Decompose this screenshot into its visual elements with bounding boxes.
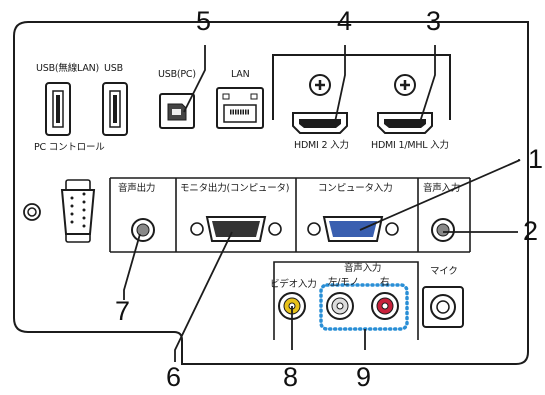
ground-screw [23, 203, 41, 221]
label-hdmi1: HDMI 1/MHL 入力 [371, 140, 449, 151]
callout-8: 8 [283, 362, 299, 392]
label-pc-control: PC コントロール [34, 142, 105, 153]
label-left-mono: 左/モノ [328, 277, 359, 288]
label-audio-in: 音声入力 [423, 183, 461, 194]
lan-port [216, 87, 264, 129]
callout-5: 5 [196, 6, 212, 36]
callout-1: 1 [528, 144, 544, 174]
callout-lines [123, 45, 521, 362]
callout-6: 6 [166, 362, 182, 392]
label-usb: USB [104, 63, 123, 74]
audio-in-jack [431, 218, 455, 242]
computer-in-port [307, 216, 399, 242]
hdmi1-port [377, 74, 433, 134]
label-video-in: ビデオ入力 [270, 279, 317, 290]
usb-pc-port [159, 93, 195, 129]
audio-out-jack [131, 218, 155, 242]
panel-outline [13, 21, 529, 365]
label-usb-pc: USB(PC) [158, 69, 196, 80]
hdmi2-port [292, 74, 348, 134]
callout-3: 3 [426, 6, 442, 36]
callout-9: 9 [356, 362, 372, 392]
label-lan: LAN [231, 69, 250, 80]
audio-left-rca [326, 292, 354, 320]
mic-jack [422, 286, 464, 328]
label-monitor-out: モニタ出力(コンピュータ) [180, 183, 290, 194]
audio-right-rca [371, 292, 399, 320]
hdmi-bracket [272, 54, 451, 120]
monitor-out-port [190, 216, 282, 242]
callout-2: 2 [523, 216, 539, 246]
callout-7: 7 [115, 296, 131, 326]
callout-4: 4 [337, 6, 353, 36]
label-usb-wireless: USB(無線LAN) [36, 63, 100, 74]
audio-in-group-outline [319, 283, 409, 331]
pc-control-port [60, 179, 96, 243]
label-right: 右 [380, 277, 390, 288]
usb-wireless-port [45, 82, 71, 136]
label-audio-in-rca: 音声入力 [344, 263, 382, 274]
label-hdmi2: HDMI 2 入力 [294, 140, 349, 151]
usb-port [102, 82, 128, 136]
label-mic: マイク [430, 266, 458, 277]
label-computer-in: コンピュータ入力 [318, 183, 393, 194]
label-audio-out: 音声出力 [118, 183, 156, 194]
